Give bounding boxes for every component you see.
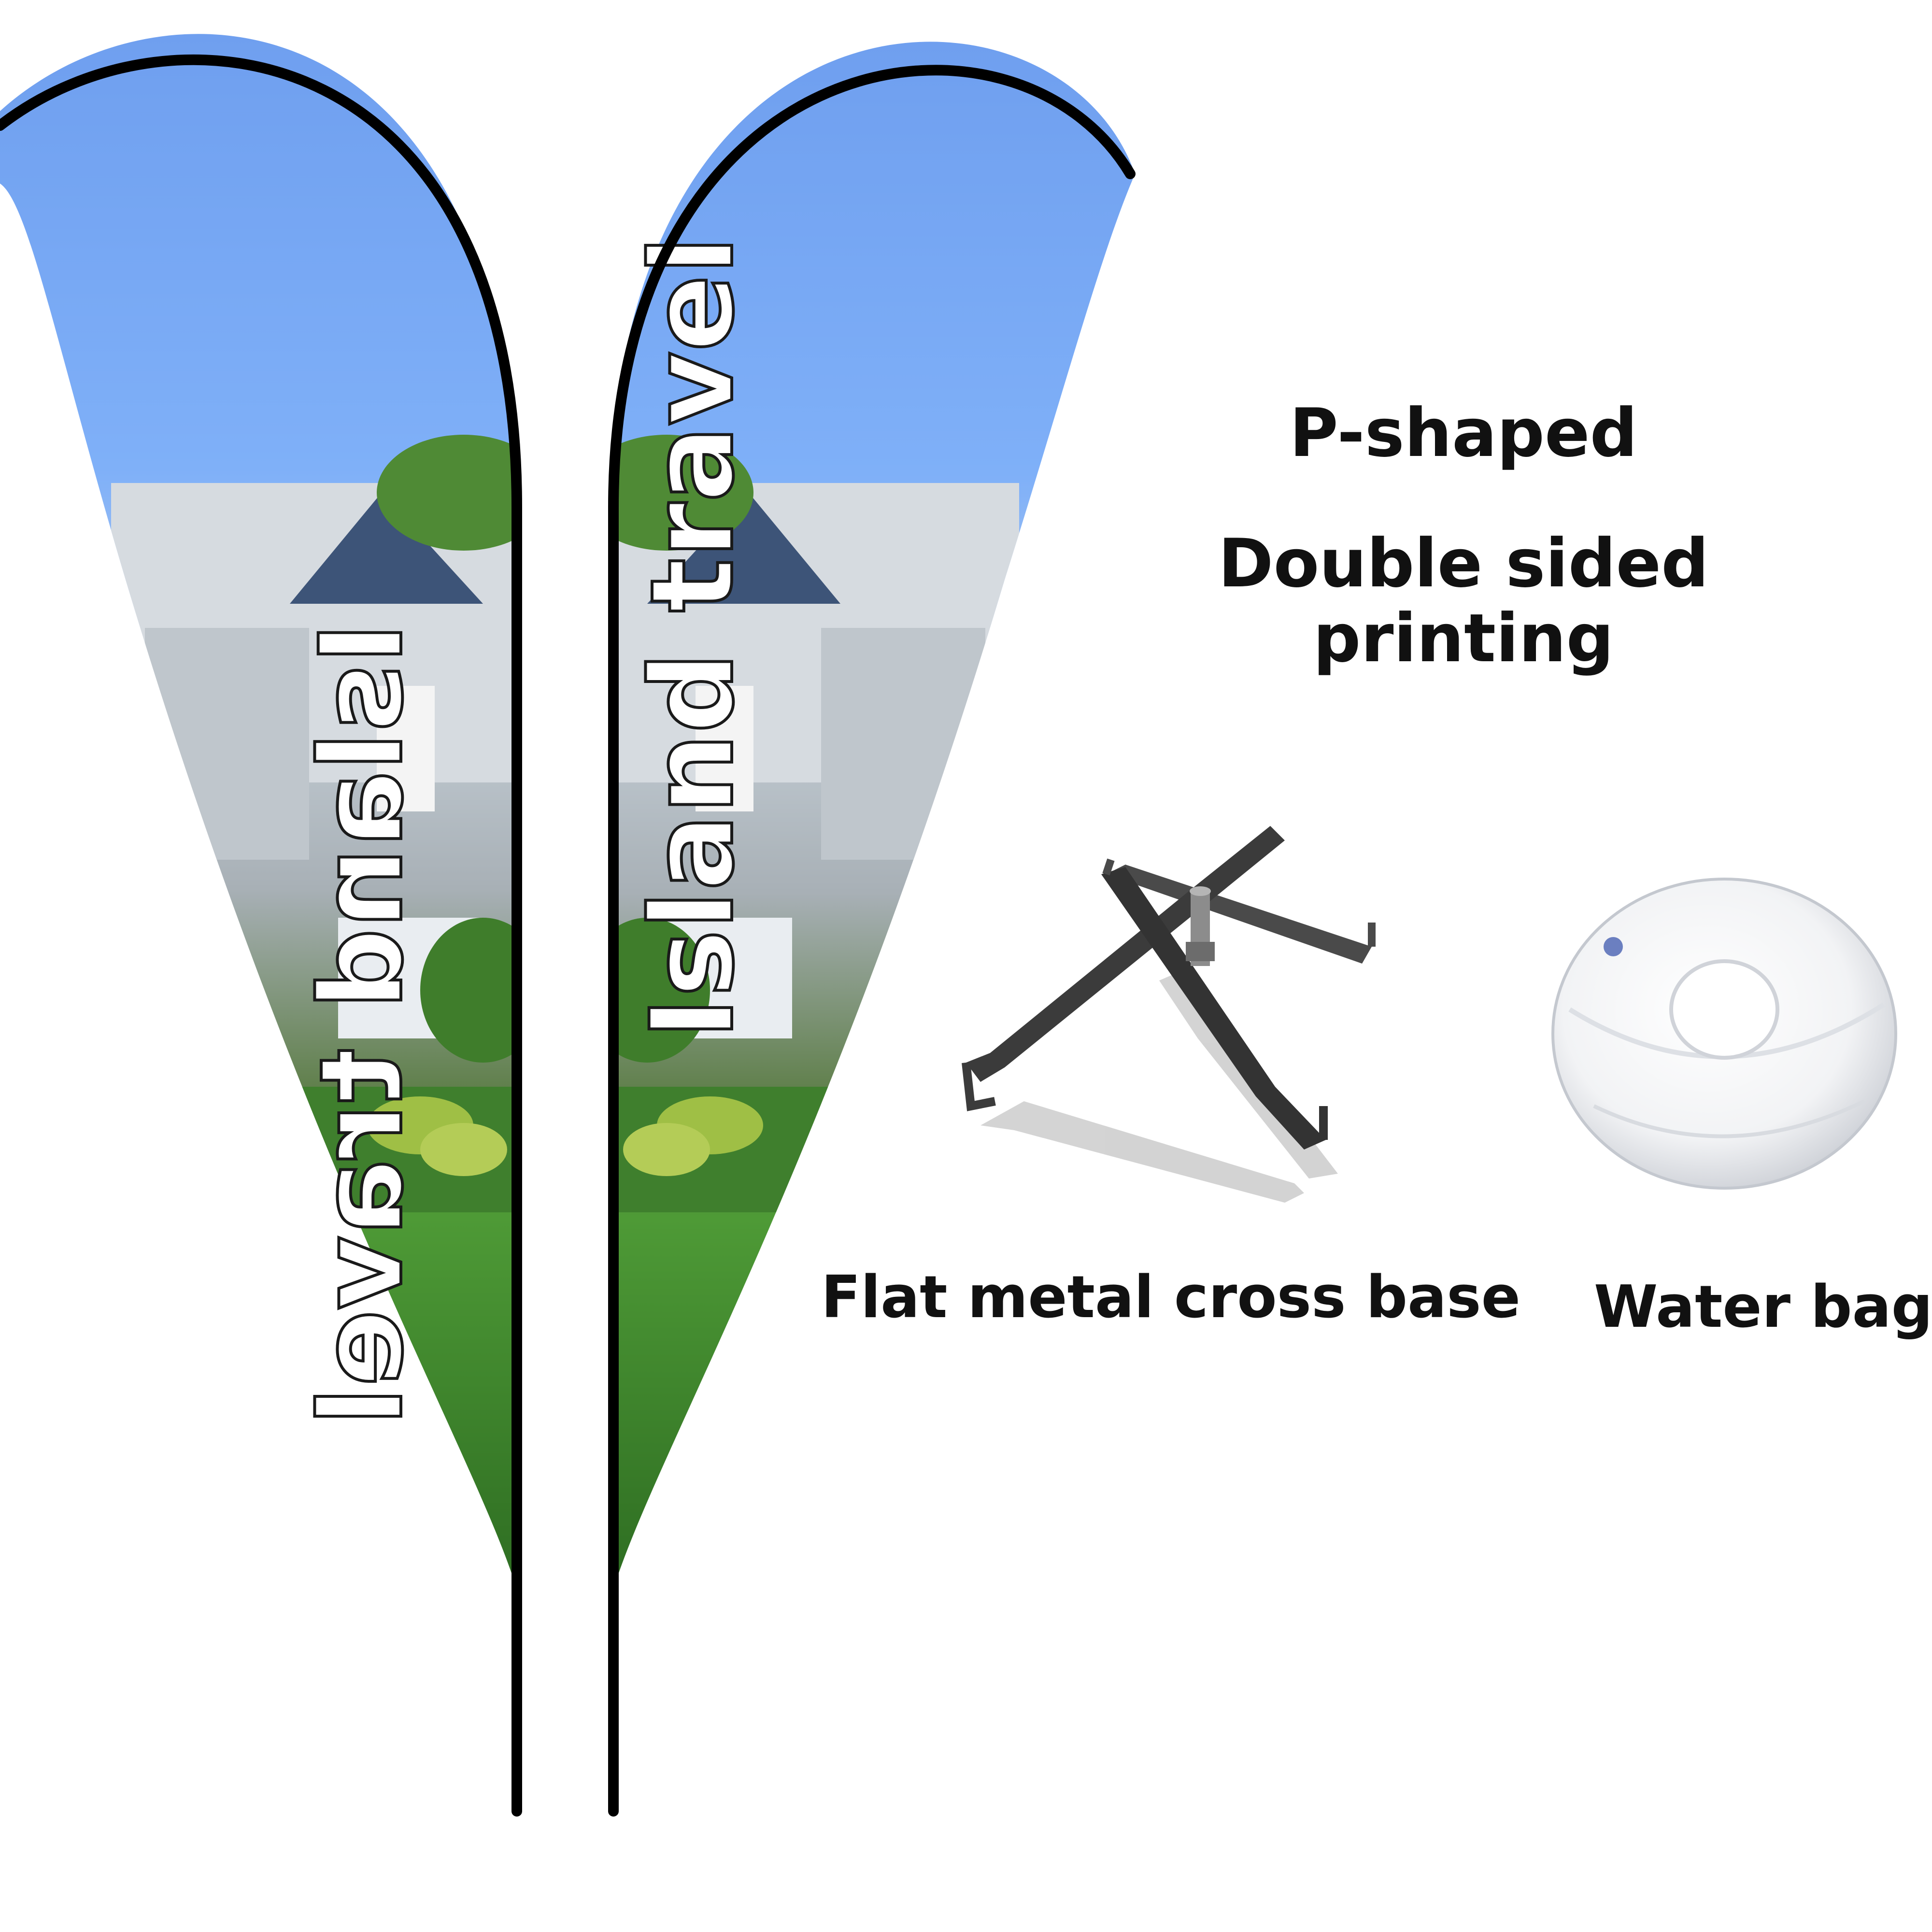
flag-front-side: Island travel	[608, 42, 1136, 1817]
flag-back-text: Island travel	[296, 622, 428, 1426]
cross-base-icon	[962, 826, 1376, 1203]
water-bag-label: Water bag	[1594, 1274, 1932, 1341]
flag-back-pole	[0, 54, 522, 1817]
water-bag-icon	[1551, 878, 1897, 1190]
flag-back-side: Island travel	[0, 34, 522, 1817]
printing-label: Double sided printing	[1218, 525, 1709, 677]
cross-base-label: Flat metal cross base	[821, 1264, 1520, 1331]
flag-front-text: Island travel	[627, 236, 759, 1039]
flag-front-pole	[608, 65, 1136, 1817]
shape-label: P-shaped	[1289, 394, 1638, 472]
